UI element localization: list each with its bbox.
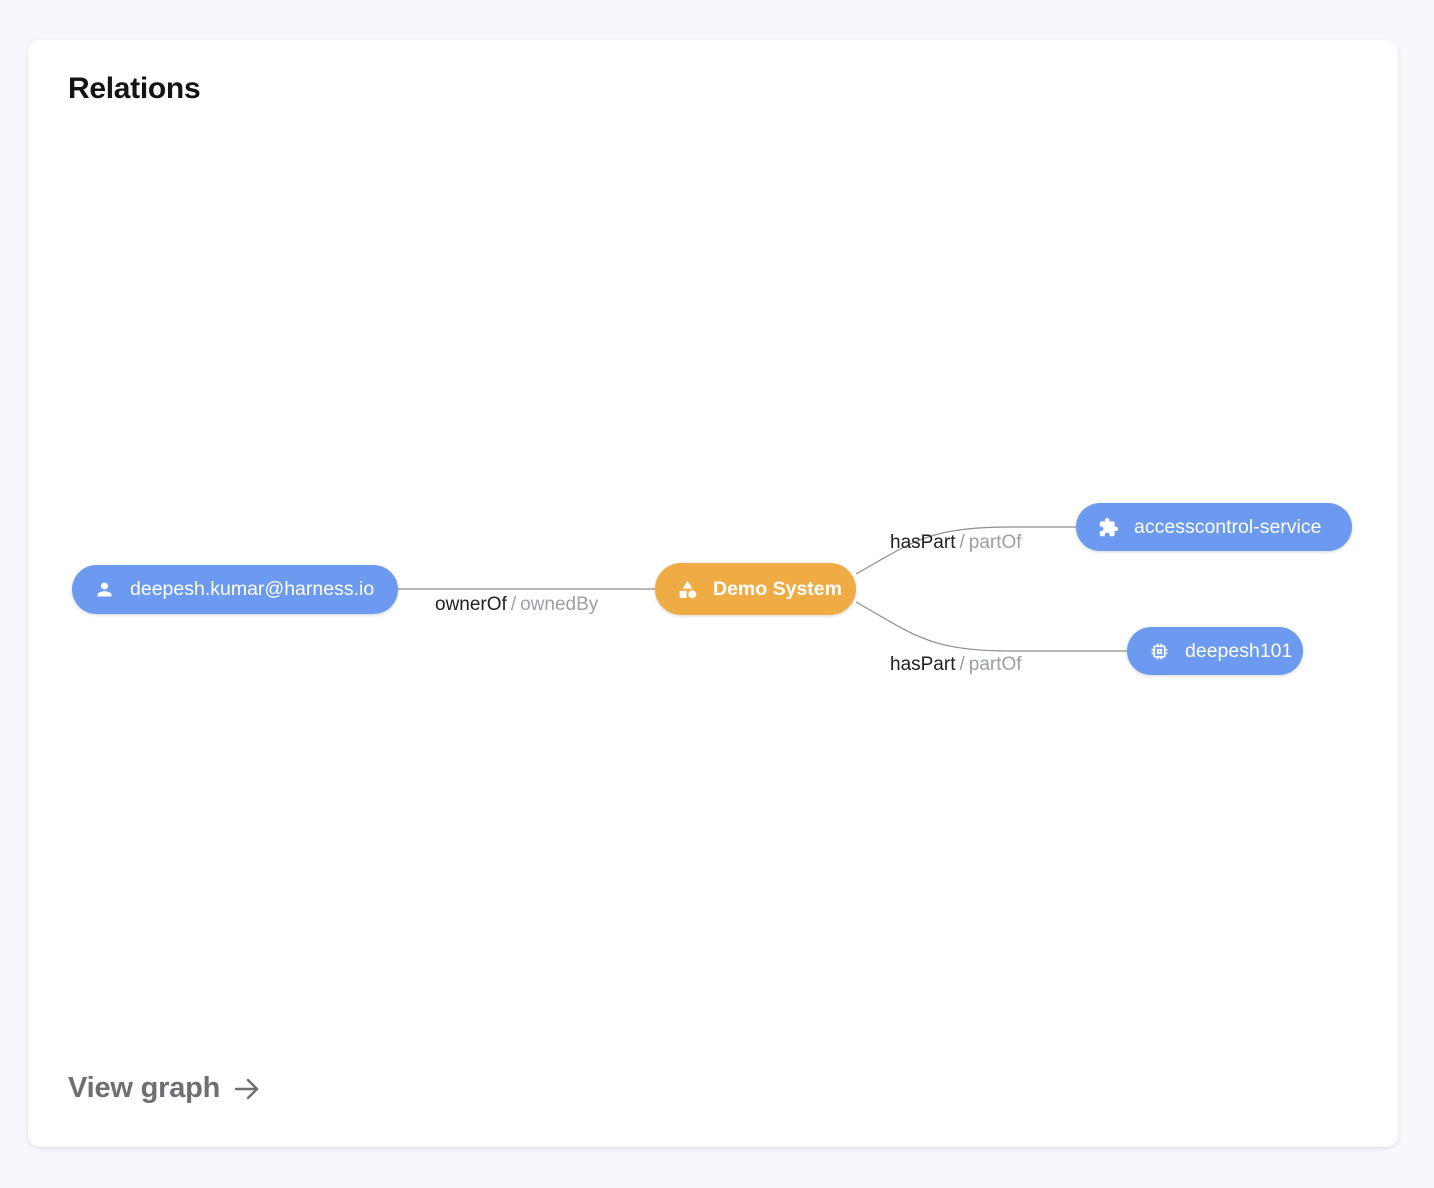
edge-label-hasPart-top: hasPart/partOf — [890, 530, 1022, 556]
edge-label-hasPart-bottom: hasPart/partOf — [890, 652, 1022, 678]
relations-card: Relations ownerOf/ownedBy hasPart/partOf… — [28, 40, 1398, 1147]
edge-label-primary: hasPart — [890, 532, 956, 553]
view-graph-link[interactable]: View graph — [68, 1072, 262, 1105]
edge-label-primary: ownerOf — [435, 594, 507, 615]
node-label: accesscontrol-service — [1134, 515, 1322, 538]
edge-label-separator: / — [510, 594, 517, 615]
node-demo-system[interactable]: Demo System — [655, 563, 856, 615]
view-graph-label: View graph — [68, 1072, 221, 1104]
edge-label-primary: hasPart — [890, 654, 956, 675]
edge-label-ownerOf: ownerOf/ownedBy — [435, 592, 598, 618]
node-user-deepesh-kumar[interactable]: deepesh.kumar@harness.io — [72, 565, 398, 614]
extension-icon — [1098, 517, 1119, 538]
edge-hasPart-bottom — [855, 601, 1127, 652]
graph-edges — [398, 526, 1127, 652]
card-title: Relations — [68, 72, 201, 105]
node-label: deepesh.kumar@harness.io — [130, 578, 375, 600]
edge-hasPart-top — [855, 526, 1076, 575]
node-label: Demo System — [713, 577, 842, 600]
memory-icon — [1149, 641, 1170, 662]
edge-label-separator: / — [959, 654, 965, 675]
edge-label-secondary: ownedBy — [520, 594, 599, 615]
edge-label-secondary: partOf — [968, 532, 1022, 553]
category-icon — [677, 579, 698, 600]
node-deepesh101[interactable]: deepesh101 — [1127, 627, 1303, 675]
relations-graph: ownerOf/ownedBy hasPart/partOf hasPart/p… — [28, 40, 1398, 1147]
node-label: deepesh101 — [1185, 639, 1293, 662]
edge-label-separator: / — [959, 532, 965, 553]
edge-label-secondary: partOf — [968, 654, 1022, 675]
node-accesscontrol-service[interactable]: accesscontrol-service — [1076, 503, 1352, 551]
arrow-right-icon — [232, 1074, 262, 1104]
person-icon — [94, 579, 115, 600]
